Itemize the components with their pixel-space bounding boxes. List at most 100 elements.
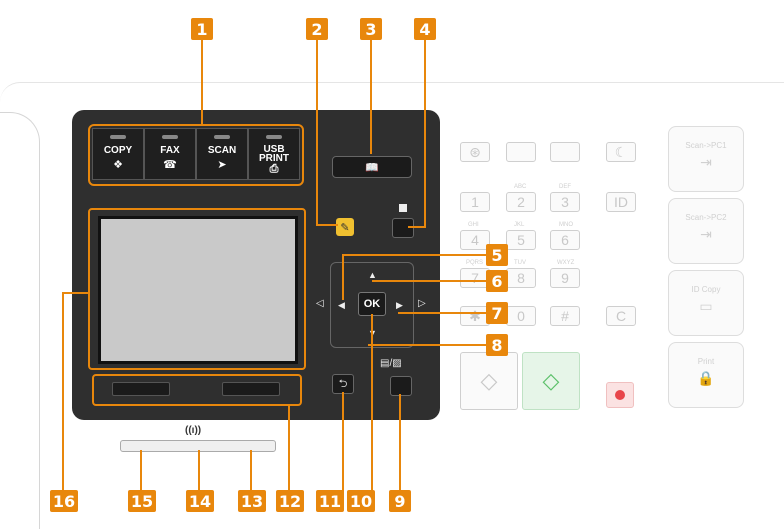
- right-arrow-icon[interactable]: ▶: [396, 300, 403, 310]
- callout-11: 11: [316, 490, 344, 512]
- leader-14: [198, 450, 200, 492]
- leader-4: [424, 40, 426, 228]
- leader-2: [316, 40, 318, 224]
- volume-down-icon: ◁: [316, 298, 324, 309]
- key-5[interactable]: 5: [506, 230, 536, 250]
- callout-10: 10: [347, 490, 375, 512]
- pencil-icon: ✎: [340, 221, 350, 234]
- callout-14: 14: [186, 490, 214, 512]
- display-frame: [88, 208, 306, 370]
- ok-label: OK: [363, 298, 381, 310]
- leader-16: [62, 292, 64, 492]
- device-edge: [0, 112, 40, 529]
- usb-print-label: USB PRINT: [259, 144, 289, 164]
- callout-8: 8: [486, 334, 508, 356]
- back-button[interactable]: ⮌: [332, 374, 354, 394]
- id-copy-button[interactable]: ID Copy▭: [668, 270, 744, 336]
- leader-4b: [408, 226, 426, 228]
- clear-key[interactable]: C: [606, 306, 636, 326]
- fax-button[interactable]: FAX☎: [144, 128, 196, 180]
- scan-icon: ➤: [217, 159, 227, 171]
- mode-buttons-group: [88, 124, 304, 186]
- leader-5b: [342, 254, 344, 300]
- key-9[interactable]: 9: [550, 268, 580, 288]
- scan-button[interactable]: SCAN ➤: [196, 128, 248, 180]
- stop-button[interactable]: [606, 382, 634, 408]
- copy-led: [110, 135, 126, 139]
- scan-pc1-button[interactable]: Scan->PC1⇥: [668, 126, 744, 192]
- moon-key[interactable]: ☾: [606, 142, 636, 162]
- fax-icon: ☎: [163, 159, 177, 171]
- callout-6: 6: [486, 270, 508, 292]
- key-hash[interactable]: #: [550, 306, 580, 326]
- key-5-sub: JKL: [514, 222, 525, 228]
- energy-saver-button[interactable]: ✎: [336, 218, 354, 236]
- right-soft-key[interactable]: [222, 382, 280, 396]
- left-arrow-icon[interactable]: ◀: [338, 300, 345, 310]
- color-start-button[interactable]: ◇: [522, 352, 580, 410]
- leader-2b: [316, 224, 338, 226]
- soft-keys-frame: [92, 374, 302, 406]
- key-4[interactable]: 4: [460, 230, 490, 250]
- leader-5: [342, 254, 488, 256]
- callout-12: 12: [276, 490, 304, 512]
- id-copy-icon: ▭: [699, 298, 713, 314]
- usb-print-led: [266, 135, 282, 139]
- secure-print-icon: 🔒: [697, 370, 715, 386]
- left-soft-key[interactable]: [112, 382, 170, 396]
- usb-print-button[interactable]: USB PRINT⎙: [248, 128, 300, 180]
- leader-1: [201, 40, 203, 126]
- leader-12: [288, 404, 290, 492]
- key-3[interactable]: 3: [550, 192, 580, 212]
- status-monitor-button[interactable]: [390, 376, 412, 396]
- key-8[interactable]: 8: [506, 268, 536, 288]
- leader-9: [399, 394, 401, 492]
- callout-9: 9: [389, 490, 411, 512]
- key-2[interactable]: 2: [506, 192, 536, 212]
- leader-10: [371, 314, 373, 492]
- book-icon: 📖: [365, 161, 379, 174]
- ok-button[interactable]: OK: [358, 292, 386, 316]
- callout-16: 16: [50, 490, 78, 512]
- key-7-sub: PQRS: [466, 260, 484, 266]
- scan-pc-icon: ⇥: [700, 154, 712, 170]
- keypad-area: ⊛ ☾ 1 2 3 ID ABC DEF 4 5 6 GHI JKL MNO 7…: [456, 120, 656, 420]
- up-arrow-icon[interactable]: ▲: [368, 270, 377, 280]
- favorites-key[interactable]: ⊛: [460, 142, 490, 162]
- key-6[interactable]: 6: [550, 230, 580, 250]
- callout-5: 5: [486, 244, 508, 266]
- callout-2: 2: [306, 18, 328, 40]
- leader-13: [250, 450, 252, 492]
- menu-icon: [399, 204, 407, 212]
- address-book-button[interactable]: 📖: [332, 156, 412, 178]
- mode-buttons: COPY❖ FAX☎ SCAN ➤ USB PRINT⎙: [92, 128, 300, 182]
- callout-3: 3: [360, 18, 382, 40]
- keypad-top-key-2[interactable]: [506, 142, 536, 162]
- secure-print-button[interactable]: Print🔒: [668, 342, 744, 408]
- key-0[interactable]: 0: [506, 306, 536, 326]
- key-8-sub: TUV: [514, 260, 526, 266]
- key-3-sub: DEF: [559, 184, 571, 190]
- callout-7: 7: [486, 302, 508, 324]
- fax-led: [162, 135, 178, 139]
- copy-button[interactable]: COPY❖: [92, 128, 144, 180]
- key-6-sub: MNO: [559, 222, 573, 228]
- usb-print-icon: ⎙: [269, 163, 279, 175]
- key-2-sub: ABC: [514, 184, 527, 190]
- volume-up-icon: ▷: [418, 298, 426, 309]
- bw-start-button[interactable]: ◇: [460, 352, 518, 410]
- callout-4: 4: [414, 18, 436, 40]
- scan-pc2-button[interactable]: Scan->PC2⇥: [668, 198, 744, 264]
- scan-label: SCAN: [207, 145, 237, 156]
- leader-3: [370, 40, 372, 154]
- key-1[interactable]: 1: [460, 192, 490, 212]
- leader-7: [398, 312, 488, 314]
- scan-pc-icon: ⇥: [700, 226, 712, 242]
- callout-13: 13: [238, 490, 266, 512]
- status-monitor-icon: ▤/▨: [380, 358, 402, 369]
- scan-led: [214, 135, 230, 139]
- lcd-display: [98, 216, 298, 364]
- id-key[interactable]: ID: [606, 192, 636, 212]
- menu-button[interactable]: [392, 218, 414, 238]
- keypad-top-key-3[interactable]: [550, 142, 580, 162]
